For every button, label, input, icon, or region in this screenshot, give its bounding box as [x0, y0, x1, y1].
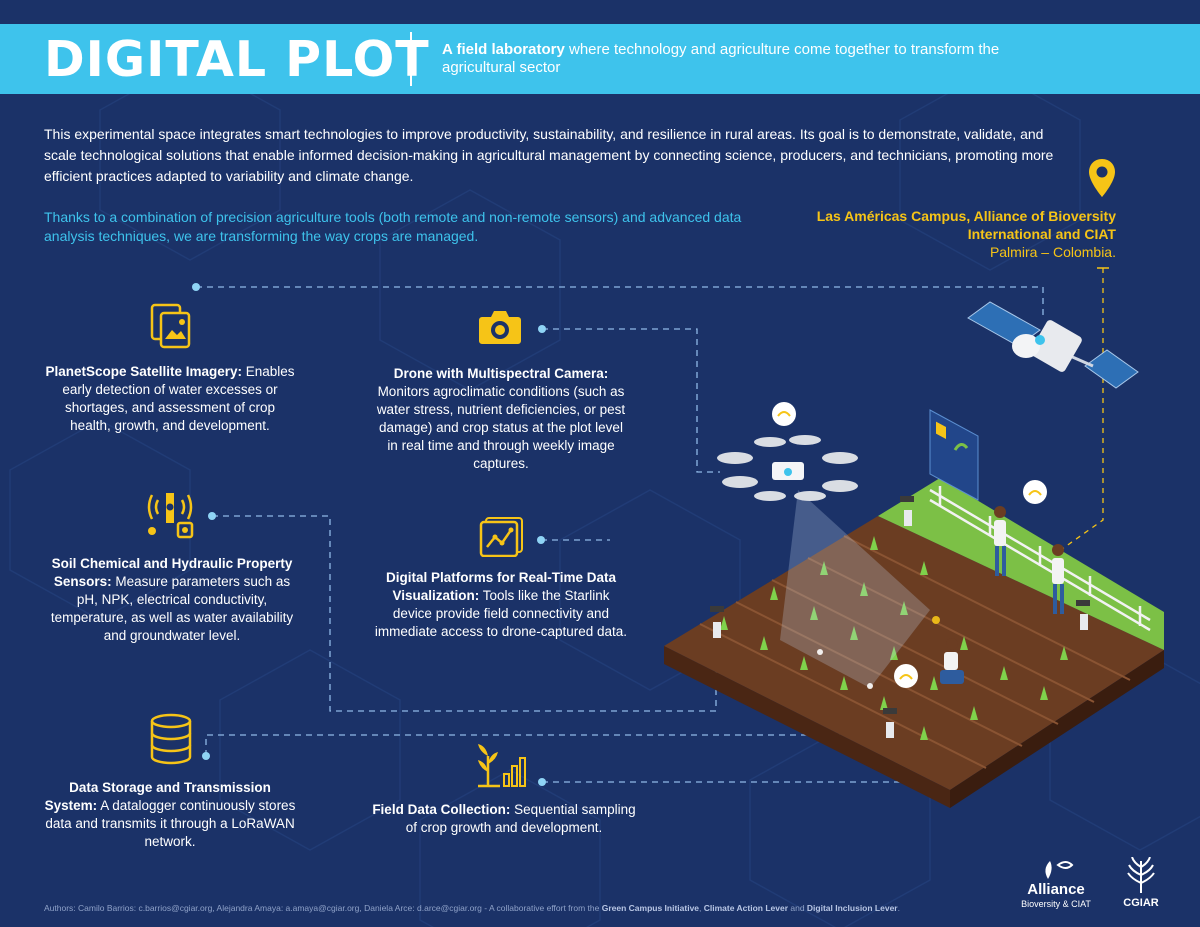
database-icon	[150, 713, 192, 765]
farmer-3	[940, 638, 964, 684]
dashboard-illustration	[929, 409, 979, 501]
credits-footer: Authors: Camilo Barrios: c.barrios@cgiar…	[44, 902, 1004, 914]
feature-soil-text: Measure parameters such as pH, NPK, elec…	[50, 574, 294, 643]
sensor-icon	[147, 493, 194, 539]
footer-sep-1: ,	[699, 903, 704, 913]
feature-field-text: Sequential sampling of crop growth and d…	[405, 802, 636, 835]
cgiar-logo: CGIAR	[1116, 857, 1166, 913]
footer-bold-3: Digital Inclusion Lever	[806, 903, 898, 913]
intro-paragraph: This experimental space integrates smart…	[44, 126, 1054, 184]
feature-soil-sensors: Soil Chemical and Hydraulic Property Sen…	[44, 555, 300, 645]
farmer-1	[994, 506, 1006, 576]
feature-data-storage: Data Storage and Transmission System: A …	[44, 779, 296, 851]
cgiar-logo-text: CGIAR	[1123, 897, 1159, 909]
crop-field	[664, 478, 1164, 808]
feature-soil-title: Soil Chemical and Hydraulic Property Sen…	[51, 556, 293, 589]
feature-platforms-text: Tools like the Starlink device provide f…	[374, 588, 628, 639]
feature-field-data: Field Data Collection: Sequential sampli…	[372, 801, 636, 837]
feature-platforms-title: Digital Platforms for Real-Time Data Vis…	[385, 570, 617, 603]
alliance-logo-sub: Bioversity & CIAT	[1021, 899, 1091, 909]
subtitle-text: where technology and agriculture come to…	[442, 41, 1000, 76]
wifi-badges	[894, 480, 1047, 688]
fence	[929, 486, 1151, 632]
camera-icon	[479, 311, 521, 344]
dashboard-icon	[479, 517, 523, 557]
footer-bold-1: Green Campus Initiative	[601, 903, 700, 913]
feature-platforms: Digital Platforms for Real-Time Data Vis…	[374, 569, 628, 641]
feature-drone-text: Monitors agroclimatic conditions (such a…	[376, 384, 626, 471]
header-banner: DIGITAL PLOT A field laboratory where te…	[0, 24, 1200, 94]
header-divider	[410, 32, 412, 86]
highlight-paragraph: Thanks to a combination of precision agr…	[44, 209, 742, 244]
location-name: Las Américas Campus, Alliance of Biovers…	[816, 208, 1116, 242]
footer-sep-2: and	[788, 903, 807, 913]
farmer-2	[1052, 544, 1064, 614]
footer-end: .	[897, 903, 900, 913]
feature-storage-text: A datalogger continuously stores data an…	[45, 798, 296, 849]
footer-text: Authors: Camilo Barrios: c.barrios@cgiar…	[44, 903, 602, 913]
plant-growth-icon	[478, 744, 526, 788]
feature-satellite-text: Enables early detection of water excesse…	[62, 364, 295, 433]
feature-storage-title: Data Storage and Transmission System:	[44, 780, 271, 813]
drone-illustration	[717, 402, 858, 501]
feature-field-title: Field Data Collection:	[372, 802, 511, 817]
subtitle-bold: A field laboratory	[442, 41, 565, 58]
location-pin-icon	[1089, 159, 1115, 197]
alliance-leaf-icon	[1045, 861, 1074, 879]
location-city: Palmira – Colombia.	[989, 244, 1116, 260]
footer-bold-2: Climate Action Lever	[703, 903, 789, 913]
feature-satellite: PlanetScope Satellite Imagery: Enables e…	[44, 363, 296, 435]
location-block: Las Américas Campus, Alliance of Biovers…	[770, 207, 1116, 261]
feature-drone: Drone with Multispectral Camera: Monitor…	[374, 365, 628, 473]
cgiar-wheat-icon	[1127, 857, 1155, 893]
feature-satellite-title: PlanetScope Satellite Imagery:	[45, 364, 243, 379]
feature-drone-title: Drone with Multispectral Camera:	[393, 366, 609, 381]
satellite-illustration	[967, 301, 1139, 389]
page-subtitle: A field laboratory where technology and …	[442, 41, 1002, 77]
field-illustration	[664, 301, 1164, 808]
alliance-logo: Alliance Bioversity & CIAT	[1006, 857, 1106, 913]
alliance-logo-name: Alliance	[1027, 881, 1085, 898]
page-title: DIGITAL PLOT	[44, 31, 430, 88]
field-sensors	[710, 496, 1090, 738]
satellite-image-icon	[150, 303, 191, 349]
